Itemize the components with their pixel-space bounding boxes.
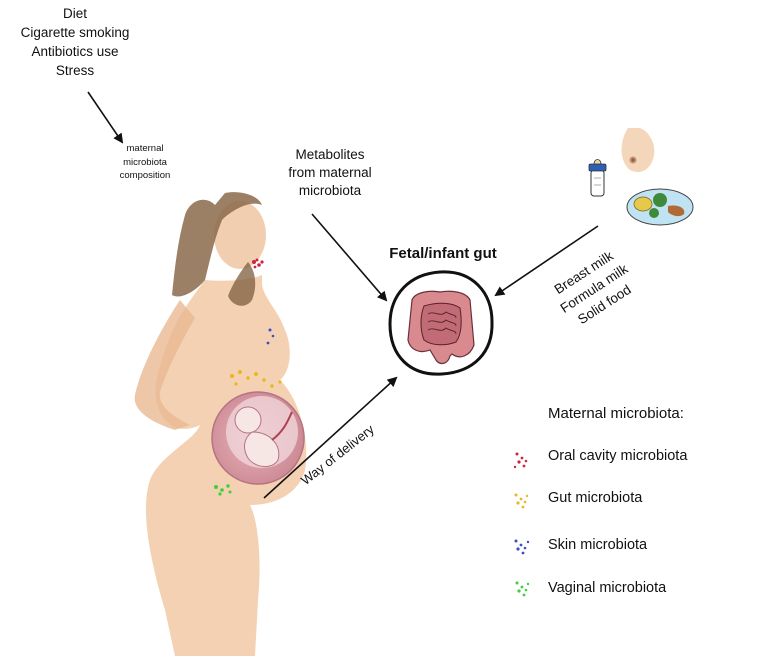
composition-line-1: maternal xyxy=(126,143,164,154)
vaginal-microbiota-spot xyxy=(214,484,232,496)
maternal-microbiota-composition-label: maternal microbiota composition xyxy=(100,142,190,183)
legend-swatch-oral xyxy=(513,452,528,469)
umbilical-cord xyxy=(271,411,293,441)
legend-title: Maternal microbiota: xyxy=(548,405,684,422)
woman-hair-back xyxy=(228,262,256,306)
baby-bottle-icon xyxy=(588,159,607,197)
composition-line-2: microbiota xyxy=(123,156,167,168)
factor-smoking: Cigarette smoking xyxy=(20,25,130,40)
metabolites-label: Metabolites from maternal microbiota xyxy=(260,146,400,200)
legend-item-skin: Skin microbiota xyxy=(548,537,648,553)
breast-icon xyxy=(621,128,655,173)
legend-item-vaginal: Vaginal microbiota xyxy=(548,580,667,596)
legend-swatch-vaginal xyxy=(515,581,530,597)
factor-diet: Diet xyxy=(62,6,87,21)
small-intestine xyxy=(420,302,462,346)
legend-item-oral: Oral cavity microbiota xyxy=(548,448,688,464)
metabolites-line-1: Metabolites xyxy=(295,147,365,162)
metabolites-line-2: from maternal xyxy=(288,165,372,180)
factor-antibiotics: Antibiotics use xyxy=(31,44,119,59)
legend-swatch-skin xyxy=(514,539,530,555)
woman-head xyxy=(214,201,266,269)
pregnant-woman-illustration xyxy=(134,192,307,656)
arrow-delivery-to-gut xyxy=(263,376,398,499)
arrow-feeding-to-gut xyxy=(494,225,599,297)
small-intestine-coils xyxy=(427,311,457,335)
environmental-factors: Diet Cigarette smoking Antibiotics use S… xyxy=(0,4,150,80)
oral-microbiota-spot xyxy=(252,258,264,269)
composition-line-3: composition xyxy=(119,170,171,181)
woman-hair xyxy=(172,192,262,297)
gut-title: Fetal/infant gut xyxy=(389,245,497,262)
legend-swatch-gut xyxy=(514,493,529,509)
fetal-infant-gut xyxy=(388,270,494,376)
gut-microbiota-spot xyxy=(230,370,282,388)
metabolites-line-3: microbiota xyxy=(298,183,362,198)
solid-food-plate-icon xyxy=(626,188,694,226)
factor-stress: Stress xyxy=(55,63,95,78)
arrow-factors-to-composition xyxy=(87,91,124,144)
arrow-metabolites-to-gut xyxy=(311,213,388,302)
woman-arm xyxy=(134,300,195,430)
fetus xyxy=(234,406,280,467)
legend-item-gut: Gut microbiota xyxy=(548,490,643,506)
